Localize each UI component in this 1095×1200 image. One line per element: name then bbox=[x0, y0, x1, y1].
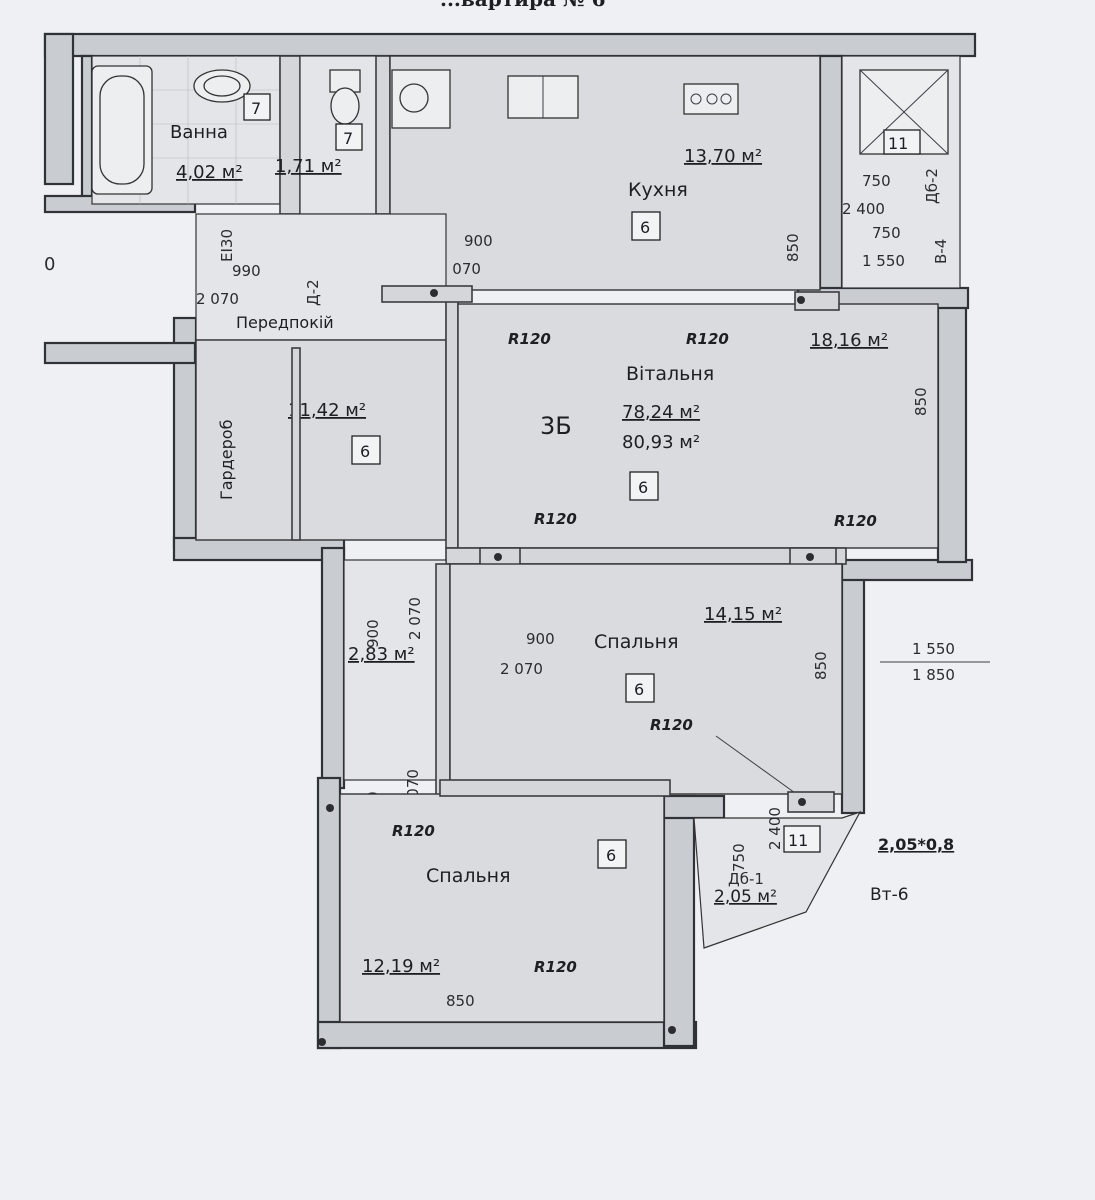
corridor-door-height: 2 070 bbox=[406, 597, 424, 640]
bedroom1-window-dim: 850 bbox=[812, 651, 830, 680]
edge-dimension: 0 bbox=[44, 254, 55, 275]
living-window-dim: 850 bbox=[912, 387, 930, 416]
bedroom-1: 14,15 м² 900 Спальня 2 070 6 850 R120 bbox=[449, 563, 843, 799]
kitchen-area: 13,70 м² bbox=[684, 146, 762, 167]
living-r120-c: R120 bbox=[534, 510, 577, 528]
door-d2: Д-2 bbox=[304, 279, 322, 306]
living-room: R120 R120 18,16 м² Вітальня 3Б 78,24 м² … bbox=[457, 291, 939, 549]
bathroom-tag: 7 bbox=[251, 99, 261, 118]
bedroom1-name: Спальня bbox=[594, 631, 679, 653]
hall-name: Передпокій bbox=[236, 313, 334, 332]
hall-area: 11,42 м² bbox=[288, 400, 366, 421]
top-balcony-tag: 11 bbox=[888, 134, 908, 153]
entry-door-height: 2 070 bbox=[196, 290, 239, 308]
bedroom2-r120-b: R120 bbox=[534, 958, 577, 976]
bedroom2-name: Спальня bbox=[426, 865, 511, 887]
kitchen-door-height: 2 070 bbox=[438, 260, 481, 278]
kitchen: 13,70 м² Кухня 6 900 2 070 850 bbox=[389, 55, 821, 291]
corridor-door-width: 900 bbox=[364, 619, 382, 648]
wc-area: 1,71 м² bbox=[275, 156, 342, 177]
kitchen-tag: 6 bbox=[640, 218, 650, 237]
living-r120-d: R120 bbox=[834, 512, 877, 530]
wardrobe-name: Гардероб bbox=[217, 420, 236, 500]
bottom-balcony-2400: 2 400 bbox=[766, 807, 784, 850]
door-ei30: EI30 bbox=[218, 229, 236, 262]
entry-hall: EI30 990 2 070 Д-2 Передпокій 11,42 м² 6… bbox=[195, 213, 447, 541]
exterior-dim-1550: 1 550 bbox=[912, 640, 955, 658]
kitchen-door-width: 900 bbox=[464, 232, 493, 250]
apartment-type: 3Б bbox=[540, 412, 572, 440]
bedroom2-r120-a: R120 bbox=[392, 822, 435, 840]
living-tag: 6 bbox=[638, 478, 648, 497]
living-r120-b: R120 bbox=[686, 330, 729, 348]
kitchen-window-dim: 850 bbox=[784, 233, 802, 262]
door-db2: Дб-2 bbox=[923, 168, 941, 204]
entry-door-width: 990 bbox=[232, 262, 261, 280]
exterior-dim-1850: 1 850 bbox=[912, 666, 955, 684]
bathroom: Ванна 4,02 м² 7 bbox=[91, 55, 281, 205]
header-fragment: ...вартира № 6 bbox=[440, 0, 605, 11]
window-size: 2,05*0,8 bbox=[878, 835, 954, 854]
bathroom-area: 4,02 м² bbox=[176, 162, 243, 183]
door-v4: В-4 bbox=[932, 239, 950, 264]
bottom-balcony-door: Дб-1 bbox=[728, 870, 764, 888]
bathroom-name: Ванна bbox=[170, 122, 228, 143]
balcony-dim-750b: 750 bbox=[872, 224, 901, 242]
bedroom1-r120: R120 bbox=[650, 716, 693, 734]
bottom-balcony: 11 750 2 400 Дб-1 2,05 м² 2,05*0,8 Вт-6 bbox=[693, 791, 954, 949]
apartment-total-area: 80,93 м² bbox=[622, 432, 700, 453]
hall-tag: 6 bbox=[360, 442, 370, 461]
bedroom-2: R120 6 Спальня 12,19 м² R120 850 bbox=[318, 779, 676, 1046]
balcony-dim-2400: 2 400 bbox=[842, 200, 885, 218]
outer-walls bbox=[43, 32, 977, 1050]
bottom-balcony-750: 750 bbox=[730, 843, 748, 872]
living-r120-a: R120 bbox=[508, 330, 551, 348]
kitchen-name: Кухня bbox=[628, 179, 688, 201]
living-area: 18,16 м² bbox=[810, 330, 888, 351]
living-name: Вітальня bbox=[626, 363, 714, 385]
bedroom1-area: 14,15 м² bbox=[704, 604, 782, 625]
corridor: 900 2 070 2,83 м² 900 2 070 bbox=[343, 559, 447, 820]
stove-icon bbox=[683, 83, 739, 115]
balcony-dim-1550: 1 550 bbox=[862, 252, 905, 270]
apartment-living-area: 78,24 м² bbox=[622, 402, 700, 423]
wc-tag: 7 bbox=[343, 129, 353, 148]
wc: 7 1,71 м² bbox=[275, 55, 391, 215]
bottom-balcony-area: 2,05 м² bbox=[714, 887, 777, 907]
door-vt6: Вт-6 bbox=[870, 885, 909, 905]
toilet-icon bbox=[330, 87, 360, 125]
bedroom1-door-width: 900 bbox=[526, 630, 555, 648]
bottom-balcony-tag: 11 bbox=[788, 831, 808, 850]
balcony-dim-750: 750 bbox=[862, 172, 891, 190]
top-balcony: 11 750 2 400 750 1 550 Дб-2 В-4 bbox=[841, 55, 961, 289]
bedroom2-tag: 6 bbox=[606, 846, 616, 865]
bedroom1-door-height: 2 070 bbox=[500, 660, 543, 678]
corridor-area: 2,83 м² bbox=[348, 644, 415, 665]
bedroom2-area: 12,19 м² bbox=[362, 956, 440, 977]
bedroom1-tag: 6 bbox=[634, 680, 644, 699]
bedroom2-window-dim: 850 bbox=[446, 992, 475, 1010]
